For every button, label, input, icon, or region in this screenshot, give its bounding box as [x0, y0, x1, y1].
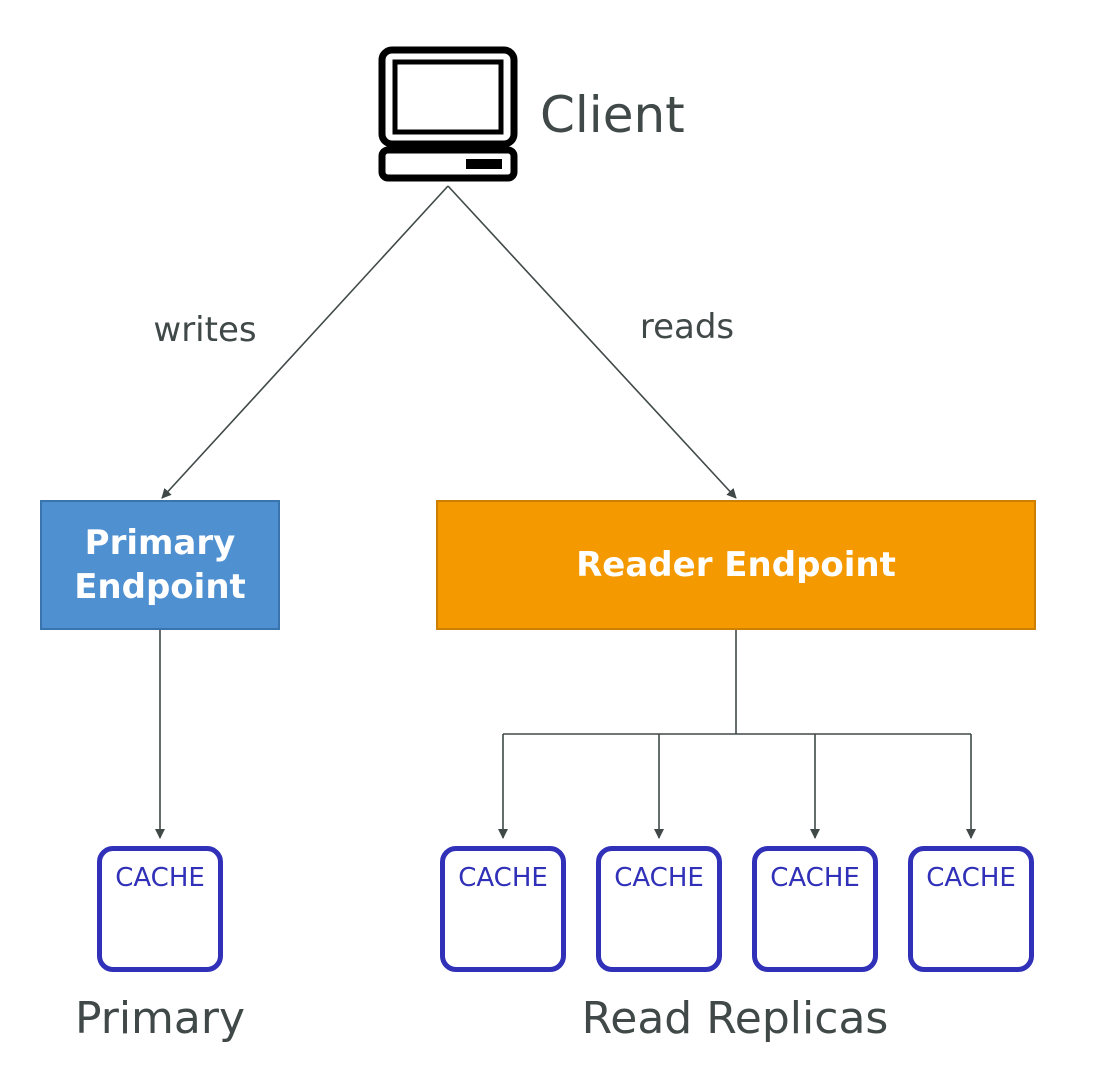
computer-icon: [378, 46, 518, 182]
reads-label: reads: [639, 307, 735, 347]
replica-cache-node-4: CACHE: [908, 846, 1034, 972]
writes-arrow: [161, 185, 449, 499]
cache-label: CACHE: [614, 863, 704, 893]
reads-arrow: [447, 185, 737, 499]
primary-endpoint-line2: Endpoint: [74, 567, 246, 607]
primary-endpoint-line1: Primary: [84, 523, 236, 563]
reader-endpoint-box: Reader Endpoint: [436, 500, 1036, 630]
replica-cache-node-3: CACHE: [752, 846, 878, 972]
primary-group-label: Primary: [74, 992, 246, 1044]
writes-label: writes: [153, 310, 257, 350]
replica-cache-node-2: CACHE: [596, 846, 722, 972]
primary-cache-node: CACHE: [97, 846, 223, 972]
reader-fanout: [498, 630, 976, 839]
replicas-group-label: Read Replicas: [581, 992, 889, 1044]
cache-label: CACHE: [458, 863, 548, 893]
reader-endpoint-label: Reader Endpoint: [576, 545, 896, 585]
primary-endpoint-box: Primary Endpoint: [40, 500, 280, 630]
replica-cache-node-1: CACHE: [440, 846, 566, 972]
cache-label: CACHE: [926, 863, 1016, 893]
cache-label: CACHE: [770, 863, 860, 893]
client-label: Client: [540, 86, 685, 144]
cache-label: CACHE: [115, 863, 205, 893]
